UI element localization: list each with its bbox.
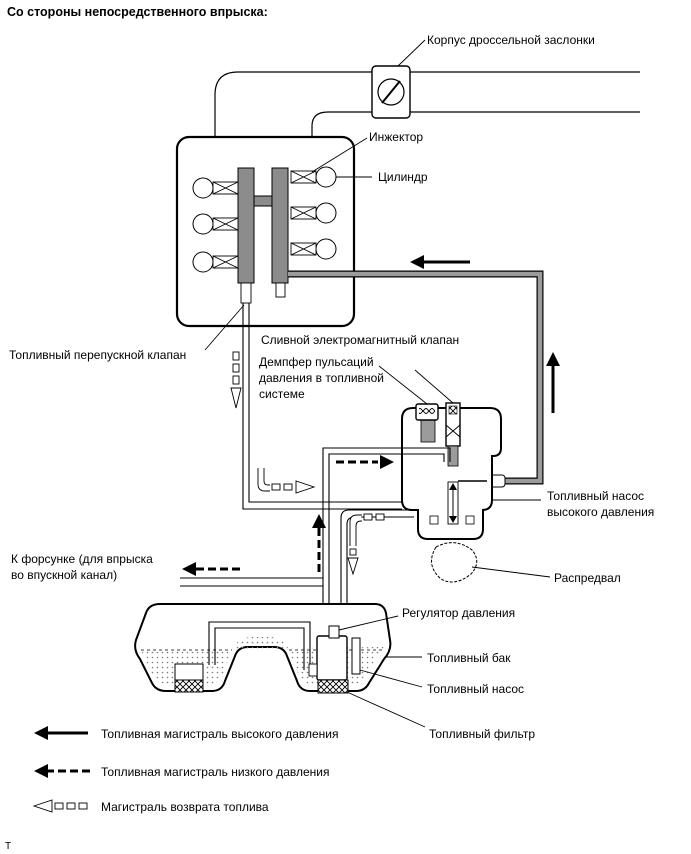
camshaft-label: Распредвал — [554, 571, 621, 585]
port-injector-label-line2: во впускной канал) — [11, 568, 117, 582]
pump-housing — [316, 635, 348, 681]
relief-valve-leader — [204, 304, 245, 351]
pressure-sensor — [275, 282, 286, 298]
high-pressure-flow-arrow — [410, 255, 470, 269]
return-flow-arrow — [347, 513, 385, 576]
camshaft-leader — [471, 566, 551, 578]
fuel-filter — [317, 679, 349, 694]
fuel-relief-valve — [240, 282, 252, 304]
legend-high-pressure-symbol — [34, 726, 88, 740]
damper-label-line1: Демпфер пульсаций — [259, 355, 374, 369]
damper-leader — [378, 365, 428, 405]
relief-valve-label: Топливный перепускной клапан — [9, 348, 186, 362]
tank-filter — [174, 679, 204, 693]
fuel-pump-leader — [359, 669, 423, 688]
throttle-body-label: Корпус дроссельной заслонки — [427, 33, 595, 47]
throttle-body — [371, 65, 411, 119]
injectors — [212, 170, 317, 269]
injector-leader — [311, 137, 368, 173]
injector-label: Инжектор — [369, 130, 423, 144]
hp-pump-label-line2: высокого давления — [547, 505, 654, 519]
legend-low-pressure-symbol — [34, 764, 90, 778]
low-pressure-flow-arrow — [336, 455, 394, 469]
legend-high-pressure-label: Топливная магистраль высокого давления — [101, 727, 338, 741]
fuel-filter-leader — [346, 691, 426, 728]
legend-return-label: Магистраль возврата топлива — [101, 800, 269, 814]
high-pressure-flow-arrow — [546, 352, 560, 413]
intake-duct — [214, 71, 640, 136]
low-pressure-flow-arrow — [312, 514, 326, 572]
tank-jet-pump-line — [208, 621, 311, 670]
pressure-regulator-leader — [338, 615, 399, 631]
throttle-body-leader — [397, 39, 426, 67]
camshaft — [431, 542, 478, 583]
legend-low-pressure-label: Топливная магистраль низкого давления — [101, 765, 330, 779]
fuel-filter-label: Топливный фильтр — [429, 727, 535, 741]
fuel-pump-label: Топливный насос — [427, 682, 524, 696]
damper-label-line2: давления в топливной — [259, 371, 384, 385]
fuel-tank-label: Топливный бак — [427, 651, 511, 665]
spill-valve-label: Сливной электромагнитный клапан — [261, 333, 459, 347]
diagram-title: Со стороны непосредственного впрыска: — [7, 5, 268, 19]
tank-reservoir — [174, 663, 204, 681]
fuel-rails — [237, 167, 289, 284]
legend-return-symbol — [32, 799, 88, 813]
spill-valve-leader — [414, 369, 454, 404]
low-pressure-flow-arrow — [182, 562, 240, 576]
footer-mark: T — [5, 841, 11, 852]
damper-label-line3: системе — [259, 387, 305, 401]
low-pressure-line — [180, 447, 451, 612]
pressure-regulator-label: Регулятор давления — [402, 606, 515, 620]
cylinder-label: Цилиндр — [378, 170, 428, 184]
return-flow-arrow — [257, 468, 316, 494]
port-injector-label-line1: К форсунке (для впрыска — [11, 552, 153, 566]
hp-pump-label-line1: Топливный насос — [547, 489, 644, 503]
pressure-regulator — [328, 625, 340, 639]
return-flow-arrow — [230, 351, 242, 409]
